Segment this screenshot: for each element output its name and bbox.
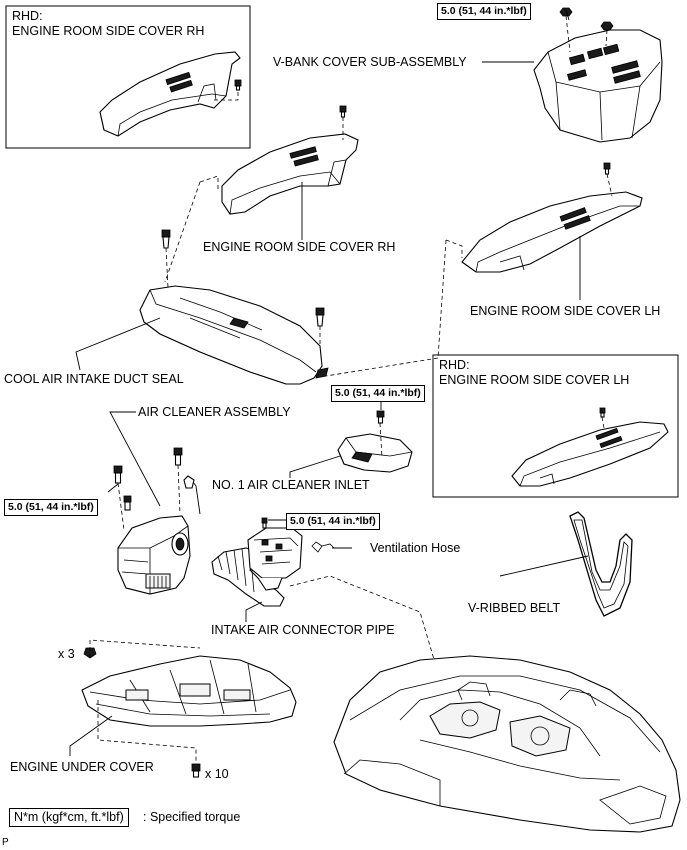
grommet-icon	[123, 495, 132, 511]
label-engine-room-side-cover-rh: ENGINE ROOM SIDE COVER RH	[203, 240, 396, 254]
label-qty-x3: x 3	[58, 647, 75, 661]
bolt-icon	[599, 407, 606, 418]
label-ventilation-hose: Ventilation Hose	[370, 541, 461, 555]
label-v-bank-cover: V-BANK COVER SUB-ASSEMBLY	[273, 55, 467, 69]
rhd-rh-frame	[5, 5, 251, 149]
bolt-icon	[113, 465, 123, 484]
label-air-cleaner-assembly: AIR CLEANER ASSEMBLY	[138, 405, 291, 419]
torque-spec-air-cleaner-assembly: 5.0 (51, 44 in.*lbf)	[4, 499, 98, 516]
bolt-icon	[339, 105, 347, 118]
nut-icon	[600, 21, 614, 31]
cool-air-intake-duct-seal-part	[139, 229, 329, 385]
bolt-icon	[603, 162, 611, 175]
clip-icon	[161, 229, 171, 249]
clip-icon	[83, 647, 97, 659]
label-engine-room-side-cover-lh: ENGINE ROOM SIDE COVER LH	[470, 304, 661, 318]
intake-air-connector-pipe-part	[211, 517, 447, 701]
bolt-icon	[191, 763, 201, 778]
label-v-ribbed-belt: V-RIBBED BELT	[468, 601, 561, 615]
vehicle-engine-bay	[333, 655, 681, 833]
rhd-side-cover-lh-part	[511, 407, 669, 487]
torque-spec-connector-pipe: 5.0 (51, 44 in.*lbf)	[286, 513, 380, 530]
rhd-side-cover-rh-part	[99, 51, 242, 137]
bolt-icon	[376, 410, 385, 424]
rhd-lh-box-title-line2: ENGINE ROOM SIDE COVER LH	[439, 373, 630, 387]
engine-under-cover-part	[81, 639, 297, 778]
rhd-lh-box-title-line1: RHD:	[439, 358, 470, 372]
label-cool-air-intake-duct-seal: COOL AIR INTAKE DUCT SEAL	[4, 372, 184, 386]
legend-torque-meaning: : Specified torque	[143, 810, 241, 824]
legend-torque-unit: N*m (kgf*cm, ft.*lbf)	[9, 808, 129, 827]
bolt-icon	[234, 79, 242, 91]
v-ribbed-belt-part	[569, 511, 633, 617]
torque-spec-v-bank: 5.0 (51, 44 in.*lbf)	[437, 3, 531, 20]
rhd-lh-frame	[432, 354, 679, 498]
rhd-rh-box-title-line1: RHD:	[12, 9, 43, 23]
engine-room-side-cover-lh-part	[325, 162, 643, 377]
bolt-icon	[173, 447, 183, 466]
nut-icon	[559, 7, 573, 17]
corner-mark: P	[2, 837, 9, 848]
leader-lines	[69, 9, 589, 756]
label-intake-air-connector-pipe: INTAKE AIR CONNECTOR PIPE	[211, 623, 395, 637]
v-bank-cover-part	[533, 7, 663, 143]
label-no1-air-cleaner-inlet: NO. 1 AIR CLEANER INLET	[212, 478, 370, 492]
torque-spec-air-cleaner-inlet: 5.0 (51, 44 in.*lbf)	[331, 385, 425, 402]
label-engine-under-cover: ENGINE UNDER COVER	[10, 760, 154, 774]
rhd-rh-box-title-line2: ENGINE ROOM SIDE COVER RH	[12, 24, 205, 38]
engine-room-side-cover-rh-part	[164, 105, 359, 283]
label-qty-x10: x 10	[205, 767, 229, 781]
air-cleaner-assembly-part	[113, 447, 201, 595]
bolt-icon	[261, 517, 268, 529]
clip-icon	[315, 307, 325, 327]
no1-air-cleaner-inlet-part	[337, 410, 413, 473]
